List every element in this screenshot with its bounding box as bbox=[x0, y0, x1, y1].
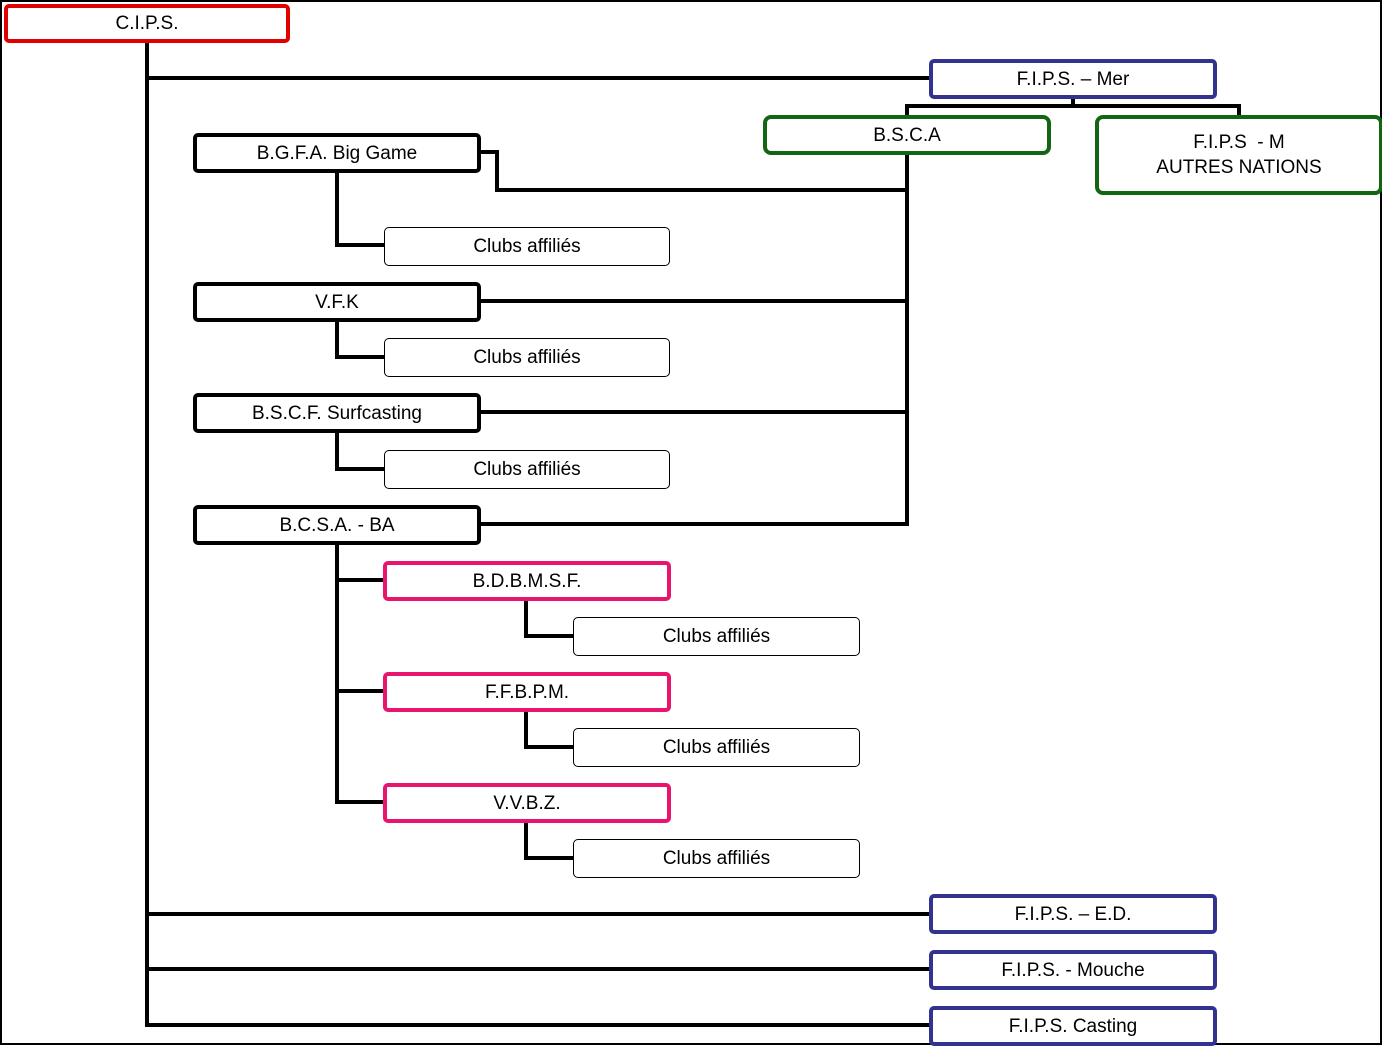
connector-ffbpm-clubs bbox=[524, 708, 576, 749]
node-fips-mer-label: F.I.P.S. – Mer bbox=[1016, 68, 1130, 90]
connector-mer-split bbox=[905, 96, 1241, 118]
node-fips-mer: F.I.P.S. – Mer bbox=[929, 59, 1217, 99]
node-vvbz: V.V.B.Z. bbox=[383, 783, 671, 823]
node-ffbpm-clubs: Clubs affiliés bbox=[573, 728, 860, 767]
node-bcsa-label: B.C.S.A. - BA bbox=[279, 514, 395, 536]
connector-bdbmsf-clubs bbox=[524, 597, 576, 638]
node-bgfa-clubs-label: Clubs affiliés bbox=[473, 236, 581, 257]
node-bscf: B.S.C.F. Surfcasting bbox=[193, 393, 481, 433]
node-ffbpm: F.F.B.P.M. bbox=[383, 672, 671, 712]
node-fips-casting: F.I.P.S. Casting bbox=[929, 1006, 1217, 1046]
connector-vvbz-clubs bbox=[524, 820, 576, 860]
node-bgfa-clubs: Clubs affiliés bbox=[384, 227, 670, 266]
node-fips-mouche-label: F.I.P.S. - Mouche bbox=[1001, 959, 1145, 981]
node-vvbz-label: V.V.B.Z. bbox=[493, 792, 561, 814]
node-bsca-label: B.S.C.A bbox=[873, 124, 941, 146]
node-ffbpm-label: F.F.B.P.M. bbox=[484, 681, 570, 703]
node-bgfa-label: B.G.F.A. Big Game bbox=[256, 142, 418, 164]
node-fips-ed-label: F.I.P.S. – E.D. bbox=[1014, 903, 1132, 925]
node-bscf-clubs: Clubs affiliés bbox=[384, 450, 670, 489]
connector-bscf-clubs bbox=[335, 430, 387, 471]
node-bdbmsf-clubs: Clubs affiliés bbox=[573, 617, 860, 656]
node-fips-mouche: F.I.P.S. - Mouche bbox=[929, 950, 1217, 990]
node-cips: C.I.P.S. bbox=[4, 4, 290, 43]
node-fips-m-label-line2: AUTRES NATIONS bbox=[1156, 157, 1322, 178]
connector-vfk-clubs bbox=[335, 318, 387, 359]
node-bdbmsf-label: B.D.B.M.S.F. bbox=[472, 570, 582, 592]
node-bsca: B.S.C.A bbox=[763, 115, 1051, 155]
node-bdbmsf: B.D.B.M.S.F. bbox=[383, 561, 671, 601]
node-vfk-label: V.F.K bbox=[315, 291, 359, 313]
node-vvbz-clubs: Clubs affiliés bbox=[573, 839, 860, 878]
node-bcsa: B.C.S.A. - BA bbox=[193, 505, 481, 545]
node-vfk-clubs-label: Clubs affiliés bbox=[473, 347, 581, 368]
node-fips-m-label-line1: F.I.P.S - M bbox=[1193, 132, 1285, 153]
node-vfk: V.F.K bbox=[193, 282, 481, 322]
connector-bgfa bbox=[478, 150, 909, 192]
connector-bgfa-clubs bbox=[335, 169, 387, 247]
node-bdbmsf-clubs-label: Clubs affiliés bbox=[662, 626, 771, 647]
node-vfk-clubs: Clubs affiliés bbox=[384, 338, 670, 377]
node-fips-m-autres-nations: F.I.P.S - M AUTRES NATIONS bbox=[1095, 115, 1382, 195]
node-fips-ed: F.I.P.S. – E.D. bbox=[929, 894, 1217, 934]
node-fips-casting-label: F.I.P.S. Casting bbox=[1008, 1015, 1138, 1037]
node-ffbpm-clubs-label: Clubs affiliés bbox=[662, 737, 771, 758]
node-vvbz-clubs-label: Clubs affiliés bbox=[662, 848, 771, 869]
node-bscf-clubs-label: Clubs affiliés bbox=[473, 459, 581, 480]
node-bscf-label: B.S.C.F. Surfcasting bbox=[251, 402, 422, 424]
node-cips-label: C.I.P.S. bbox=[115, 13, 179, 34]
node-bgfa: B.G.F.A. Big Game bbox=[193, 133, 481, 173]
